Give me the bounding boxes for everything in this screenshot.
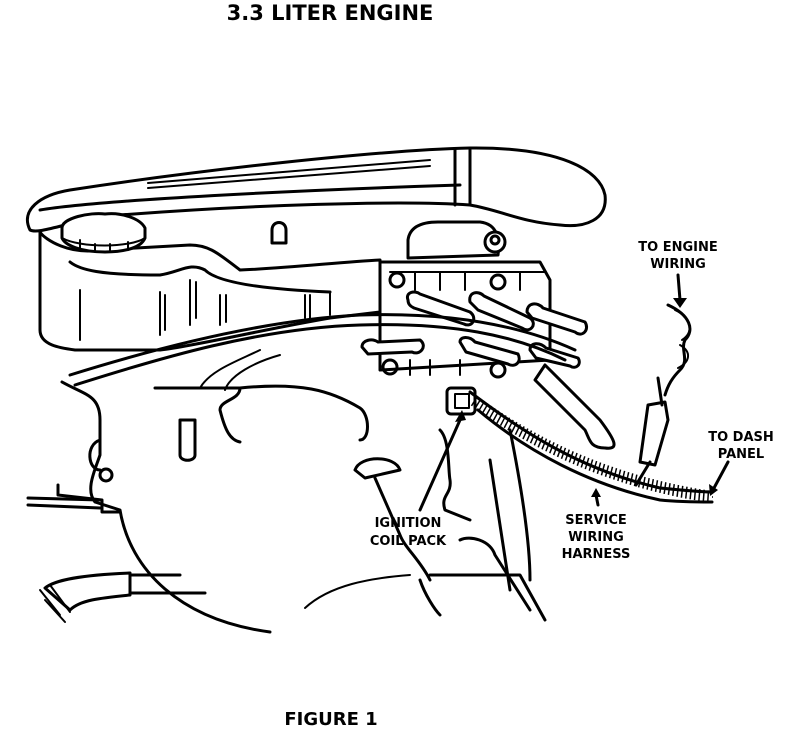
harness-rib xyxy=(488,408,496,419)
harness-rib xyxy=(676,484,680,497)
air-intake-duct xyxy=(26,146,607,233)
service-wiring-harness xyxy=(468,390,714,504)
harness-rib xyxy=(663,482,667,495)
harness-rib xyxy=(496,412,503,424)
harness-rib xyxy=(584,457,590,470)
harness-rib xyxy=(564,449,571,461)
harness-rib xyxy=(507,419,514,431)
svg-text:TO ENGINE: TO ENGINE xyxy=(638,240,717,255)
vacuum-nipple xyxy=(270,221,288,245)
harness-rib xyxy=(621,470,626,483)
harness-rib xyxy=(470,395,479,407)
lower-tubes xyxy=(304,428,547,622)
harness-rib xyxy=(514,423,522,435)
intake-manifold xyxy=(60,380,369,634)
svg-text:PANEL: PANEL xyxy=(718,447,764,462)
harness-rib xyxy=(629,473,634,486)
figure-caption: FIGURE 1 xyxy=(284,709,377,730)
harness-rib xyxy=(684,486,688,499)
lower-hose xyxy=(39,571,207,623)
harness-rib xyxy=(588,459,594,471)
harness-rib xyxy=(499,415,507,426)
diagram-title: 3.3 LITER ENGINE xyxy=(227,1,434,25)
harness-rib xyxy=(492,410,500,422)
harness-rib xyxy=(568,451,574,463)
callout-service-wiring-harness: SERVICE WIRING HARNESS xyxy=(562,513,631,562)
throttle-linkage xyxy=(406,220,507,260)
harness-rib xyxy=(474,398,482,409)
harness-rib xyxy=(478,400,486,412)
svg-text:TO DASH: TO DASH xyxy=(708,430,774,445)
harness-rib xyxy=(592,460,598,473)
spark-plug-wires xyxy=(68,290,589,391)
harness-rib xyxy=(617,469,622,482)
harness-rib xyxy=(549,442,555,454)
harness-rib xyxy=(646,477,650,490)
harness-rib xyxy=(689,487,692,500)
harness-rib xyxy=(596,462,602,474)
harness-rib xyxy=(680,485,684,498)
harness-rib xyxy=(481,403,489,414)
harness-rib xyxy=(556,445,563,458)
callout-to-engine-wiring: TO ENGINE WIRING xyxy=(638,240,717,272)
harness-rib xyxy=(545,440,551,452)
harness-rib xyxy=(510,421,518,433)
callout-to-dash-panel: TO DASH PANEL xyxy=(708,430,774,462)
harness-rib xyxy=(541,438,548,450)
svg-text:COIL PACK: COIL PACK xyxy=(370,534,447,549)
svg-text:WIRING: WIRING xyxy=(568,530,624,545)
harness-rib xyxy=(529,432,536,444)
harness-rib xyxy=(659,481,663,494)
harness-rib xyxy=(612,468,618,480)
harness-rib xyxy=(650,479,655,491)
svg-text:IGNITION: IGNITION xyxy=(375,516,442,531)
harness-rib xyxy=(706,490,710,503)
harness-rib xyxy=(576,454,582,467)
harness-rib xyxy=(625,471,630,484)
harness-rib xyxy=(526,430,533,442)
harness-rib xyxy=(608,466,614,479)
harness-rib xyxy=(533,434,540,446)
harness-rib xyxy=(702,489,705,502)
harness-rib xyxy=(552,443,559,456)
harness-rib xyxy=(560,447,567,460)
harness-rib xyxy=(642,476,646,489)
harness-rib xyxy=(693,488,697,501)
harness-rib xyxy=(522,428,529,440)
harness-rib xyxy=(537,436,544,448)
harness-rib xyxy=(671,484,675,496)
harness-rib xyxy=(698,488,701,501)
harness-rib xyxy=(485,405,493,417)
callout-ignition-coil-pack: IGNITION COIL PACK xyxy=(370,516,447,549)
harness-rib xyxy=(654,480,659,492)
engine-wiring-pigtail xyxy=(634,303,692,487)
harness-rib xyxy=(604,465,610,477)
harness-rib xyxy=(580,456,586,468)
svg-text:SERVICE: SERVICE xyxy=(565,513,627,528)
leader-lines xyxy=(418,273,730,512)
harness-rib xyxy=(572,452,578,465)
radiator-cap xyxy=(60,212,147,254)
harness-rib xyxy=(518,426,525,438)
svg-text:HARNESS: HARNESS xyxy=(562,547,631,562)
plug-wire-right xyxy=(533,363,616,450)
left-bracket xyxy=(26,483,122,514)
harness-rib xyxy=(600,463,606,476)
harness-rib xyxy=(503,417,511,429)
harness-rib xyxy=(667,483,671,496)
svg-text:WIRING: WIRING xyxy=(650,257,706,272)
